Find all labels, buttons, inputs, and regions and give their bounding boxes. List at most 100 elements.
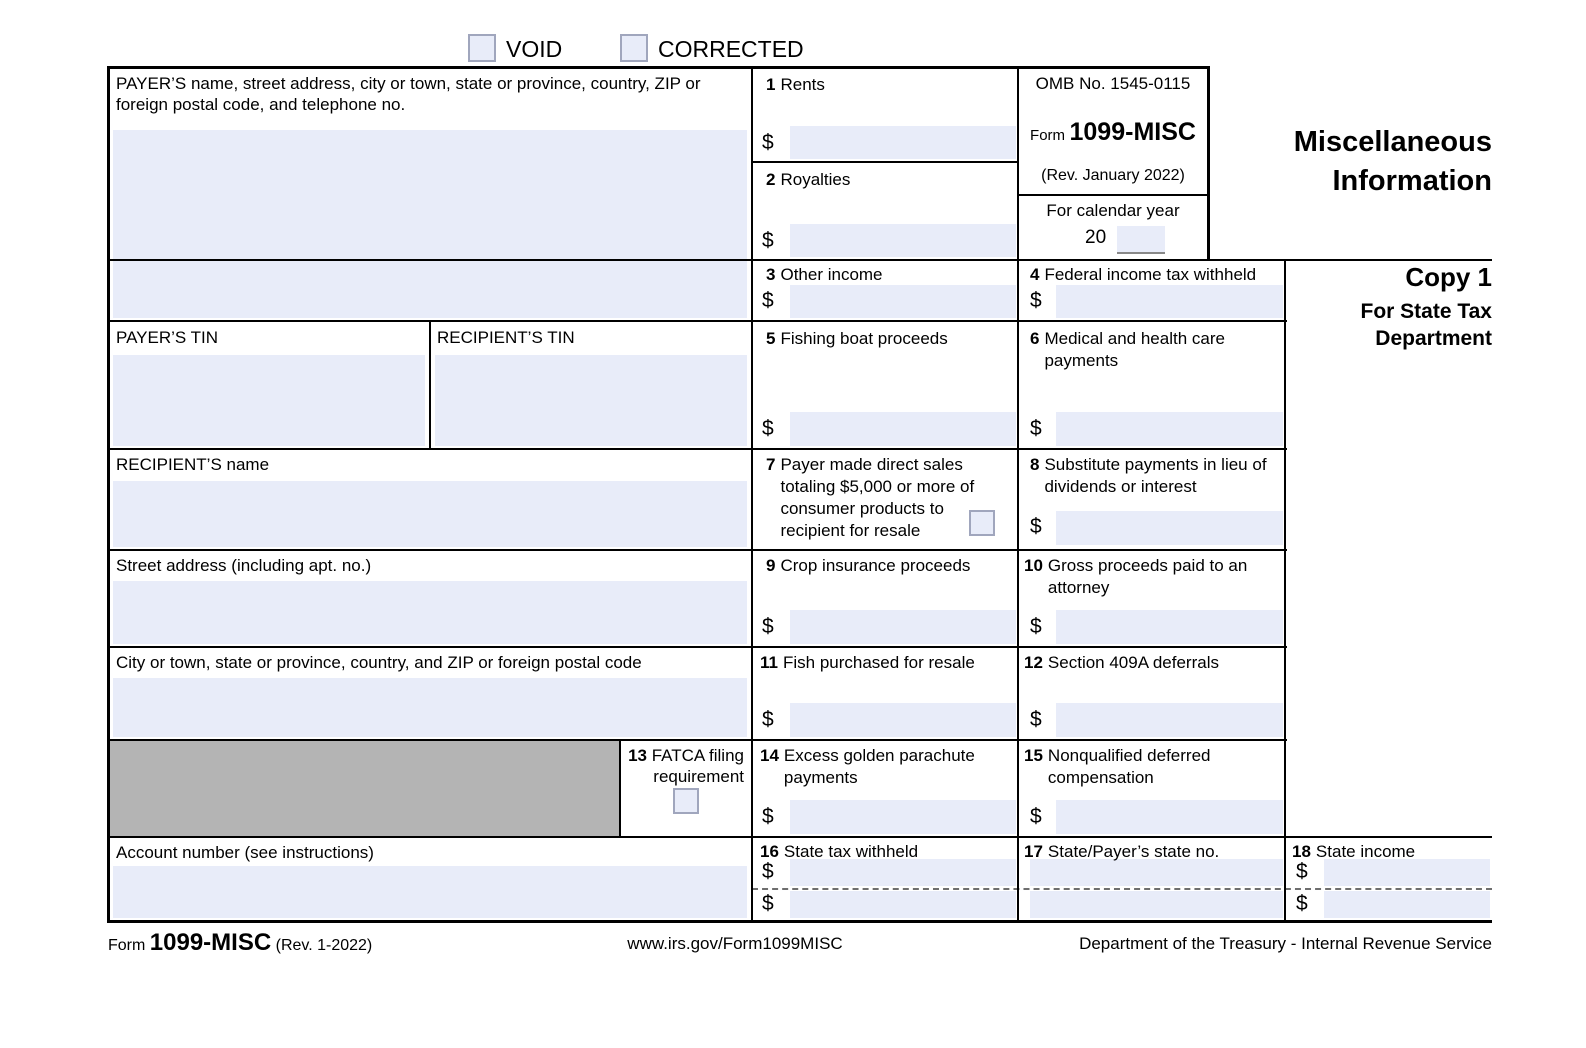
box10-attorney-field[interactable] — [1056, 610, 1283, 644]
box3-num: 3 — [766, 265, 776, 284]
copy-for-label: For State Tax Department — [1292, 298, 1492, 352]
box9-crop-field[interactable] — [790, 610, 1016, 644]
box2-num: 2 — [766, 170, 776, 189]
box18-state-income-field-1[interactable] — [1324, 859, 1490, 886]
shaded-block — [109, 741, 620, 837]
box10-dollar-sign: $ — [1030, 615, 1042, 638]
box11-num: 11 — [760, 653, 778, 672]
box2-royalties-field[interactable] — [790, 224, 1016, 257]
box4-dollar-sign: $ — [1030, 289, 1042, 312]
grid-line — [107, 320, 1287, 322]
box15-deferred-field[interactable] — [1056, 800, 1283, 834]
box11-fish-field[interactable] — [790, 703, 1016, 737]
omb-number: OMB No. 1545-0115 — [1035, 74, 1191, 93]
box13-fatca-checkbox[interactable] — [673, 788, 699, 814]
box1-dollar-sign: $ — [762, 131, 774, 154]
form-number-block: Form 1099-MISC — [1018, 118, 1208, 147]
footer-revision: (Rev. 1-2022) — [275, 937, 373, 954]
grid-line — [107, 259, 1492, 261]
box3-other-income-field[interactable] — [790, 285, 1016, 318]
box5-dollar-sign: $ — [762, 417, 774, 440]
box1-rents-field[interactable] — [790, 126, 1016, 159]
recipient-tin-field[interactable] — [435, 355, 747, 446]
box6-medical-field[interactable] — [1056, 412, 1283, 446]
grid-line — [752, 161, 1018, 163]
box1-num: 1 — [766, 75, 776, 94]
calendar-year-label: For calendar year — [1046, 201, 1180, 220]
box18-num: 18 — [1292, 842, 1311, 861]
box18-dollar-sign-1: $ — [1296, 860, 1308, 883]
box16-dollar-sign-2: $ — [762, 892, 774, 915]
box18-state-income-field-2[interactable] — [1324, 891, 1490, 918]
city-field[interactable] — [113, 678, 747, 737]
box12-409a-field[interactable] — [1056, 703, 1283, 737]
box18-dollar-sign-2: $ — [1296, 892, 1308, 915]
form-word: Form — [1030, 127, 1066, 144]
calendar-year-prefix: 20 — [1085, 227, 1107, 248]
form-number: 1099-MISC — [1069, 118, 1196, 146]
grid-line — [107, 920, 1492, 923]
grid-line — [107, 646, 1287, 648]
box14-parachute-field[interactable] — [790, 800, 1016, 834]
grid-line — [107, 836, 1492, 838]
box8-num: 8 — [1030, 455, 1040, 474]
box16-state-tax-field-1[interactable] — [790, 859, 1016, 886]
box8-dollar-sign: $ — [1030, 515, 1042, 538]
box14-dollar-sign: $ — [762, 805, 774, 828]
box16-state-tax-field-2[interactable] — [790, 891, 1016, 918]
recipient-name-field[interactable] — [113, 481, 747, 547]
calendar-year-field[interactable] — [1117, 226, 1165, 254]
corrected-label: CORRECTED — [658, 36, 804, 62]
payer-name-field[interactable] — [113, 130, 747, 318]
city-label: City or town, state or province, country… — [116, 653, 642, 672]
footer-agency: Department of the Treasury - Internal Re… — [1079, 934, 1492, 953]
grid-line — [107, 66, 1210, 69]
box13-label: 13 FATCA filing requirement — [628, 746, 744, 786]
grid-line — [107, 66, 110, 923]
grid-line — [107, 549, 1287, 551]
box2-dollar-sign: $ — [762, 229, 774, 252]
box14-num: 14 — [760, 746, 779, 765]
form-title-line2: Information — [1332, 165, 1493, 197]
payer-name-label: PAYER’S name, street address, city or to… — [116, 74, 701, 114]
footer-url: www.irs.gov/Form1099MISC — [627, 934, 843, 953]
grid-line — [751, 66, 753, 923]
box3-dollar-sign: $ — [762, 289, 774, 312]
box4-federal-tax-field[interactable] — [1056, 285, 1283, 318]
box17-state-no-field-2[interactable] — [1030, 891, 1283, 918]
box7-direct-sales-checkbox[interactable] — [969, 510, 995, 536]
grid-line — [1207, 66, 1210, 261]
box8-substitute-field[interactable] — [1056, 511, 1283, 545]
void-checkbox[interactable] — [468, 34, 496, 62]
box6-dollar-sign: $ — [1030, 417, 1042, 440]
copy-for-line2: Department — [1375, 327, 1492, 350]
payer-tin-field[interactable] — [113, 355, 425, 446]
corrected-checkbox[interactable] — [620, 34, 648, 62]
box12-num: 12 — [1024, 653, 1043, 672]
copy-label: Copy 1 — [1405, 262, 1492, 292]
box16-dollar-sign-1: $ — [762, 860, 774, 883]
box9-dollar-sign: $ — [762, 615, 774, 638]
footer-form-number: 1099-MISC — [149, 929, 272, 956]
grid-line — [1018, 194, 1208, 196]
street-address-field[interactable] — [113, 581, 747, 644]
account-number-field[interactable] — [113, 866, 747, 918]
box5-fishing-field[interactable] — [790, 412, 1016, 446]
box17-state-no-field-1[interactable] — [1030, 859, 1283, 886]
